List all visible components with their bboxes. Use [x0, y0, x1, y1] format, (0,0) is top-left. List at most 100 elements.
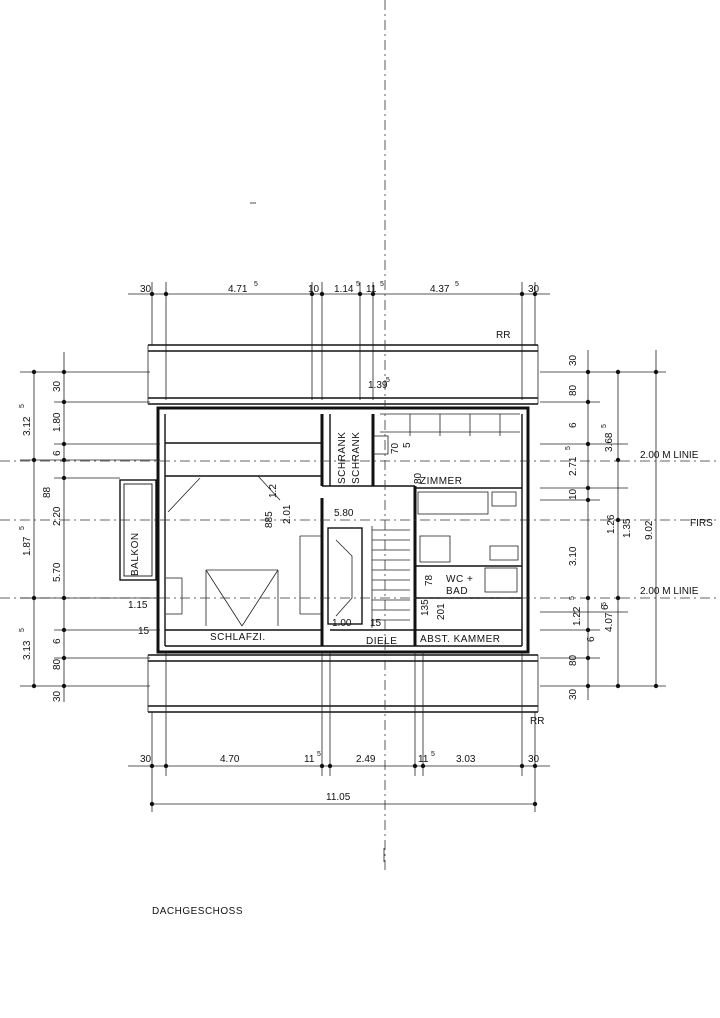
dim-bottom-11-a-sup: 5 — [317, 751, 321, 758]
room-label-balkon: BALKON — [130, 532, 141, 576]
dim-right-inner-10: 10 — [568, 488, 579, 500]
dim-bottom-303: 3.03 — [456, 754, 476, 765]
left-dimension-lines — [20, 352, 160, 702]
dim-interior-100: 1.00 — [332, 618, 352, 629]
dim-interior-885: 885 — [264, 511, 275, 528]
dim-right-inner-271-sup: 5 — [565, 446, 572, 450]
dim-left-187-sup: 5 — [19, 526, 26, 530]
dim-interior-15: 15 — [370, 618, 382, 629]
dim-left-15: 15 — [138, 626, 150, 637]
dim-right-368: 3.68 — [604, 432, 615, 452]
dim-top-30-right: 30 — [528, 284, 540, 295]
room-label-wc: WC + — [446, 574, 473, 585]
roof-overhang-bottom — [147, 654, 539, 713]
dim-right-902: 9.02 — [644, 520, 655, 540]
dim-right-135: 1.35 — [622, 518, 633, 538]
dim-interior-139: 1.39 — [368, 380, 388, 391]
dim-interior-125a: 1.2 — [268, 484, 279, 498]
dim-left-313-sup: 5 — [19, 628, 26, 632]
dim-right-inner-80-top: 80 — [568, 384, 579, 396]
dim-interior-580: 5.80 — [334, 508, 354, 519]
dim-interior-139-sup: 5 — [386, 377, 390, 384]
dim-top-437: 4.37 — [430, 284, 450, 295]
dim-interior-5: 5 — [402, 442, 413, 448]
dim-left-187: 1.87 — [22, 536, 33, 556]
balcony — [119, 479, 157, 581]
interior-walls — [165, 414, 522, 646]
dim-left-inner-80: 80 — [52, 658, 63, 670]
zimmer-fixtures — [373, 413, 520, 593]
dim-left-313: 3.13 — [22, 640, 33, 660]
dim-top-471: 4.71 — [228, 284, 248, 295]
drawing-title: DACHGESCHOSS — [152, 906, 243, 917]
dim-bottom-470: 4.70 — [220, 754, 240, 765]
dim-interior-70: 70 — [390, 442, 401, 454]
roof-ridge-label-bottom: RR — [530, 716, 544, 727]
dim-left-312-sup: 5 — [19, 404, 26, 408]
dim-left-inner-30-bottom: 30 — [52, 690, 63, 702]
room-label-diele: DIELE — [366, 636, 397, 647]
dim-right-inner-122-sup: 5 — [569, 596, 576, 600]
dim-top-471-sup: 5 — [254, 281, 258, 288]
dim-right-inner-30-bottom: 30 — [568, 688, 579, 700]
dim-bottom-30-right: 30 — [528, 754, 540, 765]
room-label-schrank-1: SCHRANK — [337, 432, 348, 484]
staircase — [299, 526, 410, 628]
room-label-schlafzimmer: SCHLAFZI. — [210, 632, 266, 643]
room-label-bad: BAD — [446, 586, 468, 597]
bedroom-slope-marks — [166, 475, 281, 627]
dim-bottom-total: 11.05 — [326, 792, 351, 803]
dim-right-inner-310: 3.10 — [568, 546, 579, 566]
dim-bottom-11-a: 11 — [304, 754, 315, 765]
dim-left-inner-220: 2.20 — [52, 506, 63, 526]
dim-top-437-sup: 5 — [455, 281, 459, 288]
dim-left-inner-88: 88 — [42, 486, 53, 498]
dim-right-407: 4.07 — [604, 612, 615, 632]
dim-interior-80: 80 — [413, 472, 424, 484]
dim-left-inner-30-top: 30 — [52, 380, 63, 392]
dim-top-11-sup: 5 — [380, 281, 384, 288]
room-label-abstellkammer: ABST. KAMMER — [420, 634, 500, 645]
dim-right-407-sup: 5 — [601, 602, 608, 606]
dim-bottom-11-b: 11 — [418, 754, 429, 765]
dim-left-inner-180: 1.80 — [52, 412, 63, 432]
dim-interior-78: 78 — [424, 574, 435, 586]
dim-top-11: 11 — [366, 284, 377, 295]
dim-right-inner-6-top: 6 — [568, 422, 579, 428]
room-label-schrank-2: SCHRANK — [351, 432, 362, 484]
dim-left-inner-570: 5.70 — [52, 562, 63, 582]
dim-right-inner-80-bottom: 80 — [568, 654, 579, 666]
dim-left-inner-6-top: 6 — [52, 450, 63, 456]
dim-right-368-sup: 5 — [601, 424, 608, 428]
outer-walls — [156, 406, 530, 654]
dim-interior-135: 135 — [420, 599, 431, 616]
dim-left-inner-6-bottom: 6 — [52, 638, 63, 644]
bottom-dimension-lines — [128, 652, 550, 812]
roof-overhang-top — [147, 344, 539, 405]
dim-right-inner-271: 2.71 — [568, 456, 579, 476]
dim-top-114-sup: 5 — [356, 281, 360, 288]
linie-lower-label: 2.00 M LINIE — [640, 586, 699, 597]
dim-right-inner-6-bottom: 6 — [586, 636, 597, 642]
top-dimension-line — [128, 282, 550, 400]
dim-top-10: 10 — [308, 284, 320, 295]
room-label-zimmer: ZIMMER — [420, 476, 462, 487]
dim-top-114: 1.14 — [334, 284, 354, 295]
dim-interior-201a: 2.01 — [282, 504, 293, 524]
right-dimension-lines — [540, 350, 666, 700]
roof-ridge-label-top: RR — [496, 330, 510, 341]
dim-bottom-11-b-sup: 5 — [431, 751, 435, 758]
first-label: FIRS — [690, 518, 713, 529]
dim-left-115: 1.15 — [128, 600, 148, 611]
dim-right-6-outer: 6 — [600, 604, 611, 610]
dim-interior-201b: 201 — [436, 603, 447, 620]
linie-upper-label: 2.00 M LINIE — [640, 450, 699, 461]
dim-right-inner-126: 1.26 — [606, 514, 617, 534]
dim-bottom-30-left: 30 — [140, 754, 152, 765]
dim-right-inner-122: 1.22 — [572, 606, 583, 626]
dim-right-inner-30-top: 30 — [568, 354, 579, 366]
dim-left-312: 3.12 — [22, 416, 33, 436]
dim-top-30-left: 30 — [140, 284, 152, 295]
dim-bottom-249: 2.49 — [356, 754, 376, 765]
